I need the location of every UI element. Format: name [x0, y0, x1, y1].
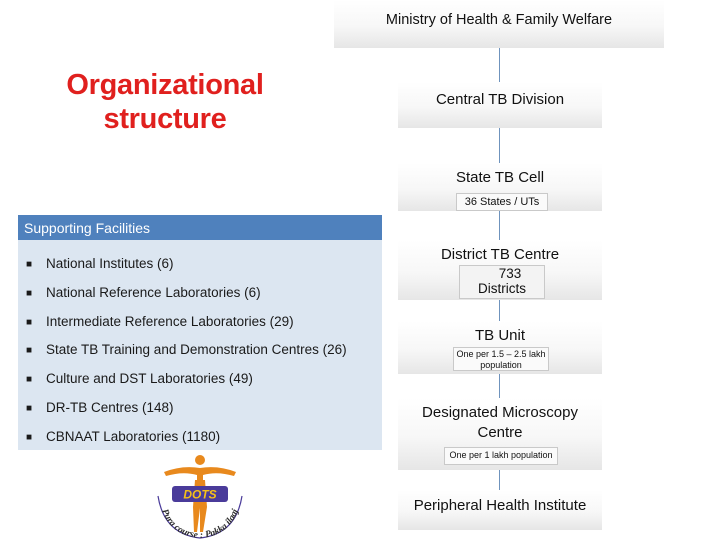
central-tb-division-box: Central TB Division — [398, 82, 602, 128]
connector-line — [499, 211, 500, 241]
list-item: ■National Institutes (6) — [26, 252, 347, 281]
state-count-label: 36 States / UTs — [464, 196, 540, 208]
dmc-ratio-label: One per 1 lakh population — [449, 450, 553, 460]
list-item: ■State TB Training and Demonstration Cen… — [26, 338, 347, 367]
tb-unit-ratio-line1: One per 1.5 – 2.5 lakh — [456, 349, 546, 359]
list-item: ■Culture and DST Laboratories (49) — [26, 367, 347, 396]
supporting-facilities-list: ■National Institutes (6) ■National Refer… — [26, 252, 347, 454]
list-item: ■Intermediate Reference Laboratories (29… — [26, 310, 347, 339]
district-count-box: 733 Districts — [459, 265, 545, 299]
dots-logo-image: DOTS Pura course : Pakka ilaaj — [157, 455, 243, 541]
list-item: ■CBNAAT Laboratories (1180) — [26, 425, 347, 454]
supporting-facilities-header: Supporting Facilities — [18, 215, 382, 240]
page-title-line2: structure — [103, 103, 227, 135]
phi-box: Peripheral Health Institute — [398, 490, 602, 530]
page-title-line1: Organizational — [66, 69, 264, 101]
connector-line — [499, 128, 500, 165]
district-count-number: 733 — [498, 266, 522, 281]
ministry-label: Ministry of Health & Family Welfare — [385, 12, 613, 28]
square-bullet-icon: ■ — [26, 259, 33, 270]
dots-logo: DOTS Pura course : Pakka ilaaj — [150, 452, 250, 541]
supporting-facilities-panel — [18, 215, 382, 450]
square-bullet-icon: ■ — [26, 374, 33, 386]
connector-line — [499, 300, 500, 322]
connector-line — [499, 48, 500, 88]
tb-unit-ratio-box: One per 1.5 – 2.5 lakh population — [453, 347, 549, 371]
page-title: Organizational structure — [40, 68, 290, 136]
tb-unit-ratio-line2: population — [480, 360, 522, 370]
list-item: ■DR-TB Centres (148) — [26, 396, 347, 425]
connector-line — [499, 470, 500, 492]
list-item: ■National Reference Laboratories (6) — [26, 281, 347, 310]
state-count-box: 36 States / UTs — [456, 193, 548, 211]
phi-label: Peripheral Health Institute — [413, 497, 587, 514]
state-tb-cell-label: State TB Cell — [455, 169, 545, 186]
district-count-unit: Districts — [478, 281, 526, 296]
tb-unit-label: TB Unit — [474, 327, 525, 344]
square-bullet-icon: ■ — [26, 345, 33, 357]
dmc-label-line1: Designated Microscopy — [422, 404, 578, 421]
supporting-facilities-title: Supporting Facilities — [24, 220, 151, 236]
square-bullet-icon: ■ — [26, 402, 33, 414]
connector-line — [499, 374, 500, 398]
dots-logo-text: DOTS — [183, 488, 216, 502]
district-tb-centre-label: District TB Centre — [440, 246, 560, 263]
central-tb-division-label: Central TB Division — [435, 91, 565, 108]
square-bullet-icon: ■ — [26, 431, 33, 443]
square-bullet-icon: ■ — [26, 287, 33, 299]
dmc-label-line2: Centre — [477, 424, 523, 441]
ministry-box: Ministry of Health & Family Welfare — [334, 0, 664, 48]
dmc-ratio-box: One per 1 lakh population — [444, 447, 558, 465]
square-bullet-icon: ■ — [26, 316, 33, 328]
